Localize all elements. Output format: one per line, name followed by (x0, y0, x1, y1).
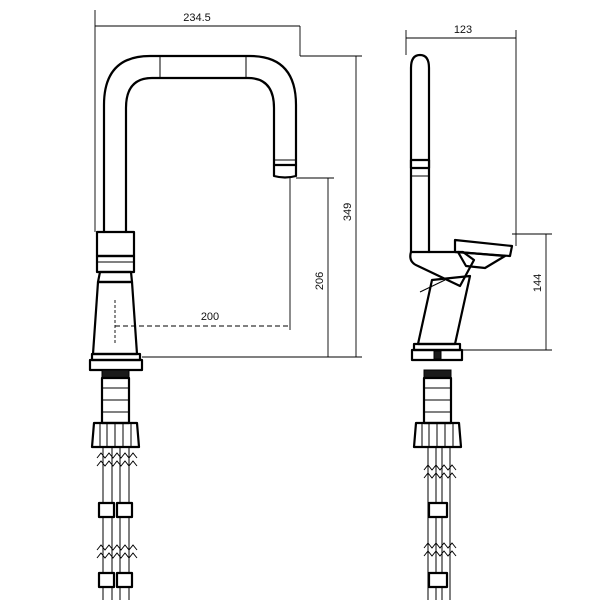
dimension-spout-height-label: 206 (314, 272, 326, 290)
dimension-depth: 123 (405, 24, 517, 246)
mounting-shank (100, 369, 131, 425)
dimension-spout-reach-label: 200 (201, 311, 219, 323)
body-side (409, 250, 476, 346)
dimension-width-label: 234.5 (183, 12, 211, 24)
dimension-total-height-label: 349 (342, 203, 354, 221)
dimension-width: 234.5 (94, 10, 301, 232)
side-view: 123 144 (405, 24, 552, 600)
lever-handle (453, 238, 514, 270)
front-view: 234.5 349 206 200 (88, 10, 362, 600)
dimension-spout-height: 206 (296, 177, 334, 357)
dimension-depth-label: 123 (454, 24, 472, 36)
dimension-lever-height: 144 (462, 233, 552, 351)
dimension-lever-height-label: 144 (532, 274, 544, 292)
base-flange (88, 352, 144, 372)
spout (102, 54, 298, 234)
fixing-nut (90, 421, 141, 449)
mounting-shank-side (422, 369, 453, 425)
base-flange-side (410, 342, 464, 362)
flexible-hoses-side (423, 447, 457, 600)
spout-side (409, 53, 431, 254)
flexible-hoses (96, 447, 138, 600)
fixing-nut-side (412, 421, 463, 449)
dimension-total-height: 349 (142, 55, 362, 358)
faucet-body (91, 230, 139, 356)
dimension-spout-reach: 200 (114, 178, 291, 345)
